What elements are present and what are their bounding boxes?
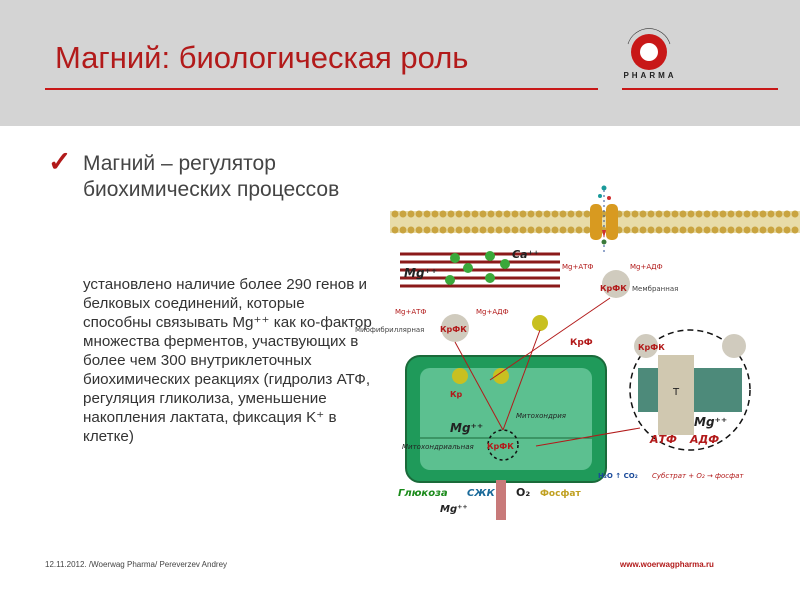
mg-bottom-label: Mg⁺⁺	[440, 504, 468, 515]
slide-body-text: установлено наличие более 290 генов и бе…	[83, 276, 372, 445]
ca-ions	[445, 251, 510, 285]
krfk-enzyme-4	[487, 429, 519, 461]
o2-label: O₂	[516, 486, 530, 499]
checkmark-icon: ✓	[48, 146, 72, 177]
header-band	[0, 0, 800, 126]
kr-label: Кр	[450, 390, 463, 399]
krf-molecule-1	[532, 315, 548, 331]
slide-heading: Магний – регулятор биохимических процесс…	[83, 152, 340, 201]
szhk-label: СЖК	[467, 488, 496, 499]
h2o-co2-label: H₂O ↑ CO₂	[598, 472, 638, 480]
ca-label: Ca⁺⁺	[512, 248, 539, 261]
ion-channel-icon	[590, 185, 618, 255]
woerwag-logo-icon	[627, 28, 671, 70]
krf-label-1: КрФ	[570, 338, 593, 348]
mg-t-label: Mg⁺⁺	[694, 415, 727, 429]
membrane-label: Мембранная	[632, 285, 678, 293]
mito-label: Митохондриальная	[402, 443, 474, 451]
mg-atf-label-2: Mg+АТФ	[395, 308, 426, 316]
krfk-label-3: КрФК	[638, 343, 665, 352]
mitochondria-label: Митохондрия	[516, 412, 566, 420]
krfk-label-4: КрФК	[487, 442, 514, 451]
slide-title: Магний: биологическая роль	[55, 40, 469, 75]
mg-atf-label-1: Mg+АТФ	[562, 263, 593, 271]
footer-website-link[interactable]: www.woerwagpharma.ru	[620, 560, 714, 569]
atp-molecule-2	[493, 368, 509, 384]
mg-mito-label: Mg⁺⁺	[450, 421, 483, 435]
footer-date-author: 12.11.2012. /Woerwag Pharma/ Pereverzev …	[45, 560, 228, 569]
mitochondrion	[405, 355, 607, 483]
myofibril-lines	[400, 252, 560, 288]
zoom-inset	[629, 329, 751, 451]
atp-molecule-1	[452, 368, 468, 384]
logo-text: PHARMA	[623, 71, 677, 80]
myofibril-label: Миофибриллярная	[355, 326, 424, 334]
krfk-label-2: КрФК	[440, 325, 467, 334]
mg-adf-label-1: Mg+АДФ	[630, 263, 663, 271]
title-underline-left	[45, 88, 598, 90]
krfk-enzyme-2	[441, 314, 469, 342]
muscle-cell-diagram: Ca⁺⁺ Mg⁺⁺ Mg+АТФ Mg+АДФ КрФК Мембранная …	[355, 185, 800, 520]
t-label: T	[672, 387, 680, 398]
o2-arrow-icon	[496, 480, 506, 520]
adf-label: АДФ	[689, 433, 719, 446]
title-underline-right	[622, 88, 778, 90]
krfk-enzyme-1	[602, 270, 630, 298]
glucose-label: Глюкоза	[398, 488, 448, 499]
atf-label: АТФ	[649, 433, 677, 446]
mg-label: Mg⁺⁺	[404, 266, 437, 280]
mg-adf-label-2: Mg+АДФ	[476, 308, 509, 316]
krfk-label-1: КрФК	[600, 284, 627, 293]
substrate-label: Субстрат + O₂ → фосфат	[652, 472, 744, 480]
phosphate-label: Фосфат	[540, 489, 581, 499]
reaction-arrows	[454, 297, 641, 447]
